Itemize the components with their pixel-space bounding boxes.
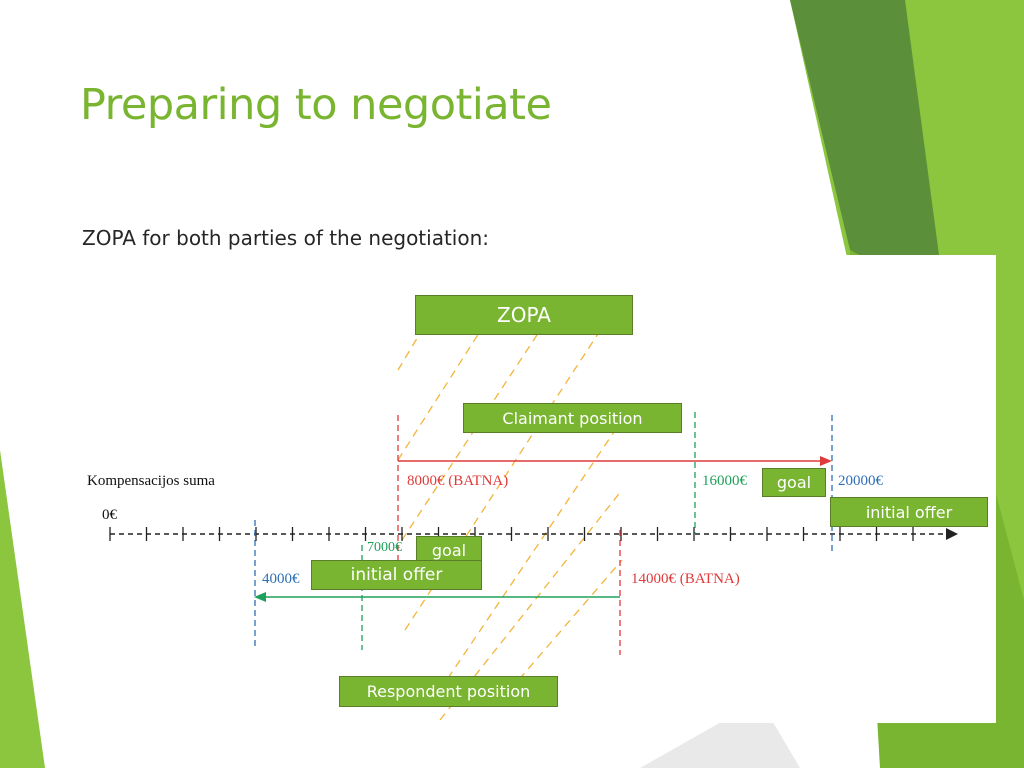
claimant-arrowhead	[820, 456, 832, 466]
zopa-hatch-line	[509, 559, 623, 691]
claimant-position-box: Claimant position	[463, 403, 682, 433]
origin-label: 0€	[102, 507, 117, 523]
respondent-batna-label: 14000€ (BATNA)	[631, 571, 740, 587]
zopa-hatch-line	[439, 419, 623, 691]
respondent-goal-value: 7000€	[367, 540, 402, 555]
axis-label: Kompensacijos suma	[87, 473, 215, 489]
zopa-box: ZOPA	[415, 295, 633, 335]
claimant-goal-box: goal	[762, 468, 826, 497]
slide-subtitle: ZOPA for both parties of the negotiation…	[82, 226, 490, 250]
claimant-goal-value: 16000€	[702, 473, 747, 489]
respondent-arrowhead	[254, 592, 266, 602]
axis-arrow	[946, 528, 958, 540]
claimant-initial-box: initial offer	[830, 497, 988, 527]
respondent-initial-value: 4000€	[262, 571, 300, 587]
zopa-hatch-line	[404, 299, 621, 631]
slide-title: Preparing to negotiate	[80, 80, 552, 130]
respondent-initial-box: initial offer	[311, 560, 482, 590]
claimant-batna-label: 8000€ (BATNA)	[407, 473, 509, 489]
claimant-initial-value: 20000€	[838, 473, 883, 489]
respondent-goal-box: goal	[416, 536, 482, 564]
respondent-position-box: Respondent position	[339, 676, 558, 707]
